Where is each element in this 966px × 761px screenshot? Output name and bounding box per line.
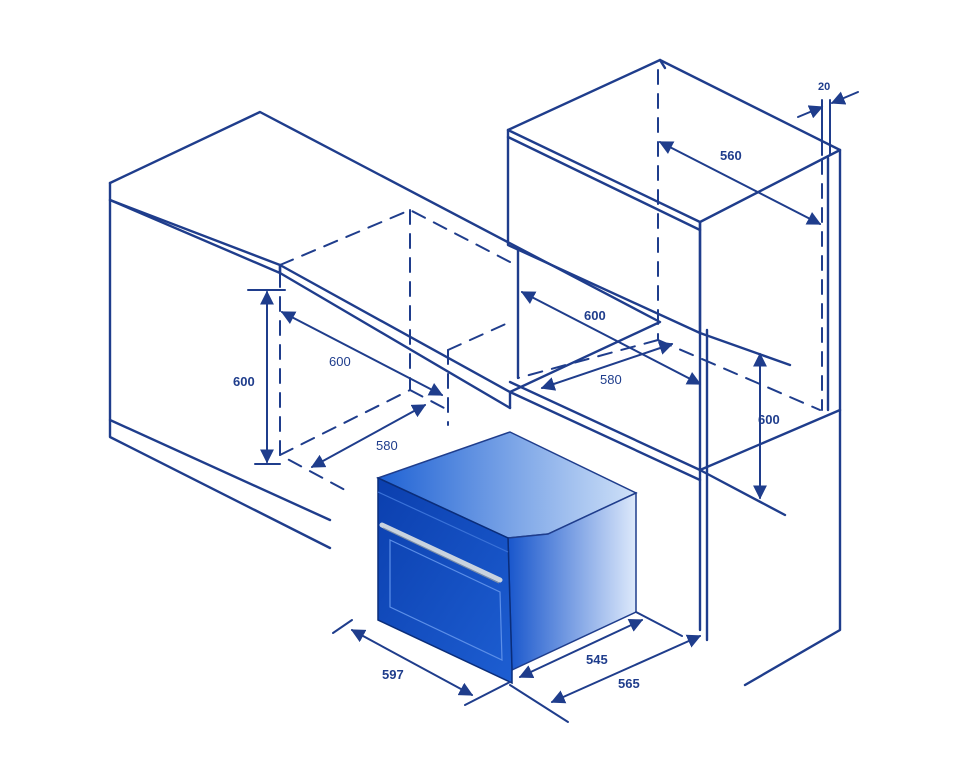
label-base-width: 580 [376, 438, 398, 453]
label-tall-niche-height: 600 [758, 412, 780, 427]
label-base-height: 600 [233, 374, 255, 389]
oven [375, 431, 638, 685]
dimension-labels: 600 600 580 560 20 600 580 600 597 545 5… [233, 81, 830, 691]
dimension-lines [247, 91, 859, 723]
label-tall-niche-depth: 600 [584, 308, 606, 323]
label-oven-depth-body: 545 [586, 652, 608, 667]
tall-right-panel [743, 148, 842, 687]
tall-upper-box [506, 128, 702, 335]
label-tall-thickness: 20 [818, 81, 830, 93]
oven-handle [379, 522, 503, 583]
label-tall-niche-width: 580 [600, 372, 622, 387]
oven-window [389, 539, 503, 661]
tall-cabinet [506, 58, 842, 687]
base-worktop [108, 110, 662, 410]
label-oven-width: 597 [382, 667, 404, 682]
label-tall-depth: 560 [720, 148, 742, 163]
label-oven-depth-total: 565 [618, 676, 640, 691]
label-base-depth: 600 [329, 354, 351, 369]
